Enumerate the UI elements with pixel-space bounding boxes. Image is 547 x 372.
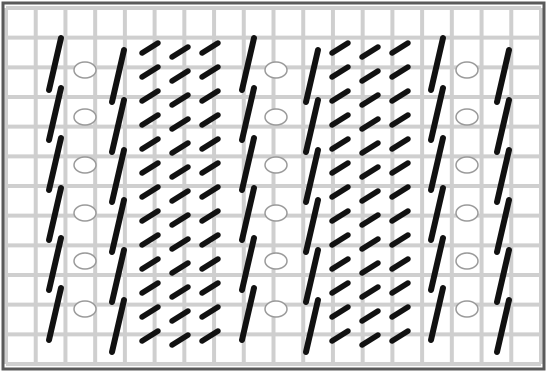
oval-marker [456, 253, 478, 269]
oval-marker [74, 205, 96, 221]
oval-marker [265, 157, 287, 173]
oval-marker [265, 62, 287, 78]
oval-marker [265, 205, 287, 221]
oval-marker [74, 301, 96, 317]
oval-marker [74, 157, 96, 173]
oval-marker [456, 205, 478, 221]
oval-marker [456, 109, 478, 125]
oval-marker [74, 62, 96, 78]
oval-marker [456, 157, 478, 173]
oval-marker [74, 109, 96, 125]
oval-marker [265, 109, 287, 125]
oval-marker [74, 253, 96, 269]
oval-marker [456, 301, 478, 317]
oval-marker [265, 301, 287, 317]
oval-marker [265, 253, 287, 269]
oval-marker [456, 62, 478, 78]
